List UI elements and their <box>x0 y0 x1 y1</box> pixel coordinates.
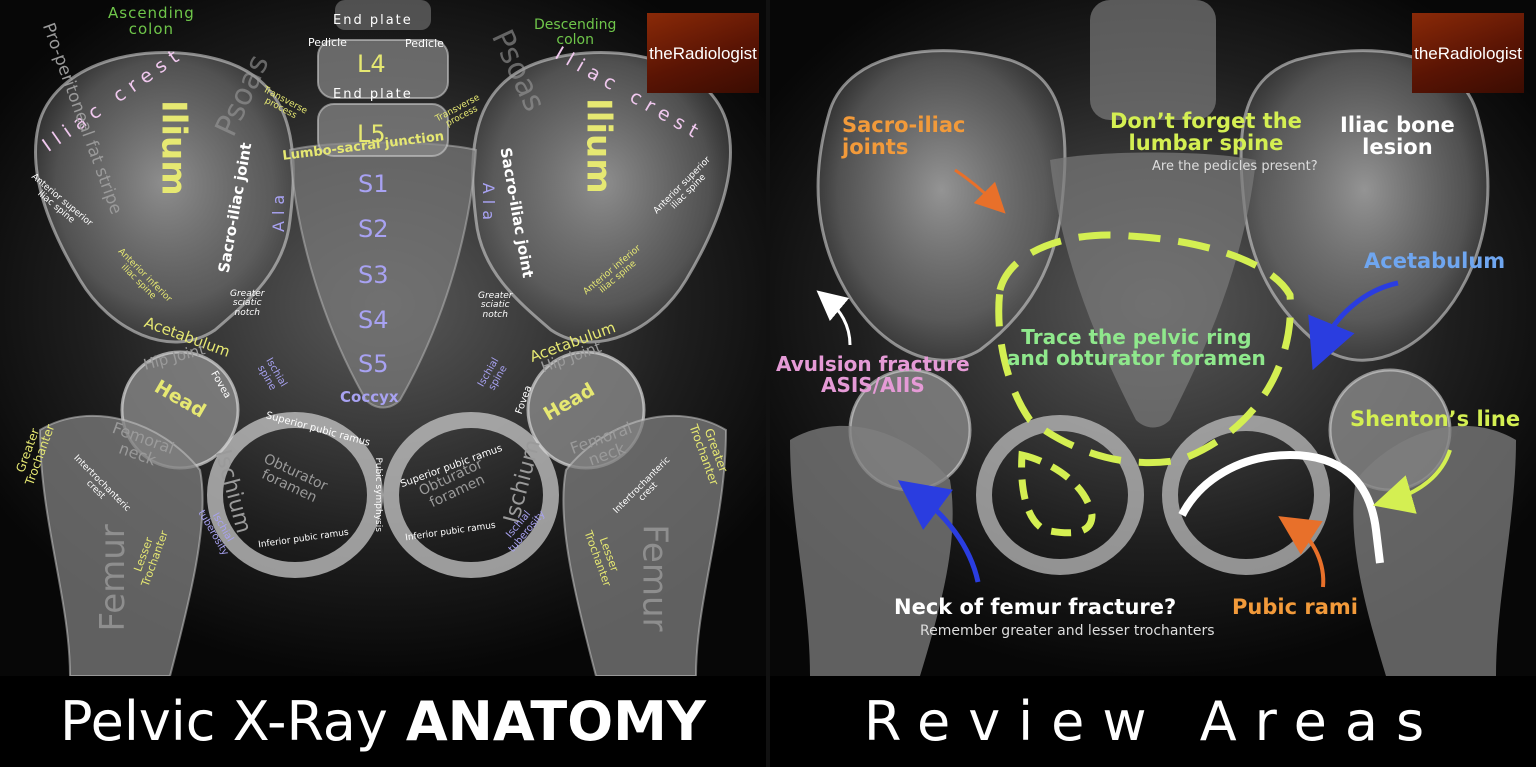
label-endplate-top: End plate <box>333 13 413 28</box>
review-footer-title: Review Areas <box>863 690 1443 753</box>
arrow-neck-femur <box>897 480 981 583</box>
label-s3: S3 <box>358 261 389 289</box>
arrow-shenton <box>1372 449 1452 514</box>
label-s1: S1 <box>358 170 389 198</box>
arrow-avulsion <box>816 290 852 346</box>
label-neck-femur: Neck of femur fracture? <box>894 595 1177 619</box>
label-pelvic-ring: Trace the pelvic ring and obturator fora… <box>1007 325 1266 370</box>
label-l5: L5 <box>357 120 386 148</box>
review-footer: Review Areas <box>770 676 1536 767</box>
brand-logo: theRadiologist <box>1412 13 1524 93</box>
label-s5: S5 <box>358 350 389 378</box>
anatomy-footer-bold: ANATOMY <box>405 690 707 753</box>
label-s4: S4 <box>358 306 389 334</box>
shentons-line-curve <box>1178 450 1384 564</box>
arrow-pubic-rami <box>1278 516 1326 588</box>
label-femur-left: Femur <box>92 524 133 632</box>
brand-logo-text: theRadiologist <box>649 44 757 63</box>
anatomy-footer-light: Pelvic X-Ray <box>59 690 388 753</box>
anatomy-panel: theRadiologist Ascending colon Descendin… <box>0 0 766 676</box>
label-ala-left: Ala <box>269 188 289 232</box>
label-pubic-symphysis: Pubic symphysis <box>372 457 383 532</box>
brand-logo: theRadiologist <box>647 13 759 93</box>
label-pedicle-left: Pedicle <box>308 36 347 49</box>
label-ilium-left: Ilium <box>153 100 194 196</box>
pelvis-xray-illustration <box>34 0 732 676</box>
review-panel: theRadiologist Sacro-iliac joints Don’t … <box>770 0 1536 676</box>
label-pedicle-right: Pedicle <box>405 37 444 50</box>
label-l4: L4 <box>357 50 386 78</box>
review-xray-illustration <box>790 0 1516 676</box>
label-femur-right: Femur <box>634 524 675 632</box>
label-ascending-colon: Ascending colon <box>108 4 195 38</box>
label-lumbar-spine: Don’t forget the lumbar spine <box>1110 109 1302 156</box>
label-neck-femur-subtext: Remember greater and lesser trochanters <box>920 623 1215 639</box>
label-descending-colon: Descending colon <box>534 17 617 48</box>
label-si-joints: Sacro-iliac joints <box>842 113 966 160</box>
brand-logo-text: theRadiologist <box>1414 44 1522 63</box>
label-endplate-mid: End plate <box>333 87 413 102</box>
pelvic-ring-trace <box>995 231 1294 467</box>
obturator-foramen-trace <box>1018 450 1096 537</box>
label-coccyx: Coccyx <box>340 388 399 406</box>
label-avulsion: Avulsion fracture ASIS/AIIS <box>776 352 970 397</box>
label-s2: S2 <box>358 215 389 243</box>
anatomy-footer: Pelvic X-Ray ANATOMY <box>0 676 766 767</box>
panel-divider <box>766 0 770 767</box>
label-ala-right: Ala <box>479 182 498 226</box>
label-iliac-lesion: Iliac bone lesion <box>1340 113 1455 160</box>
label-pubic-rami: Pubic rami <box>1232 595 1358 619</box>
label-sciatic-right: Greater sciatic notch <box>478 291 513 320</box>
label-ilium-right: Ilium <box>578 98 619 194</box>
arrow-si-joint <box>954 168 1006 214</box>
label-sciatic-left: Greater sciatic notch <box>230 289 265 318</box>
label-acetabulum: Acetabulum <box>1364 249 1506 273</box>
label-shenton: Shenton’s line <box>1350 407 1521 431</box>
anatomy-footer-title: Pelvic X-Ray ANATOMY <box>60 690 706 753</box>
label-lumbar-subtext: Are the pedicles present? <box>1152 159 1318 174</box>
arrow-acetabulum <box>1308 280 1399 371</box>
